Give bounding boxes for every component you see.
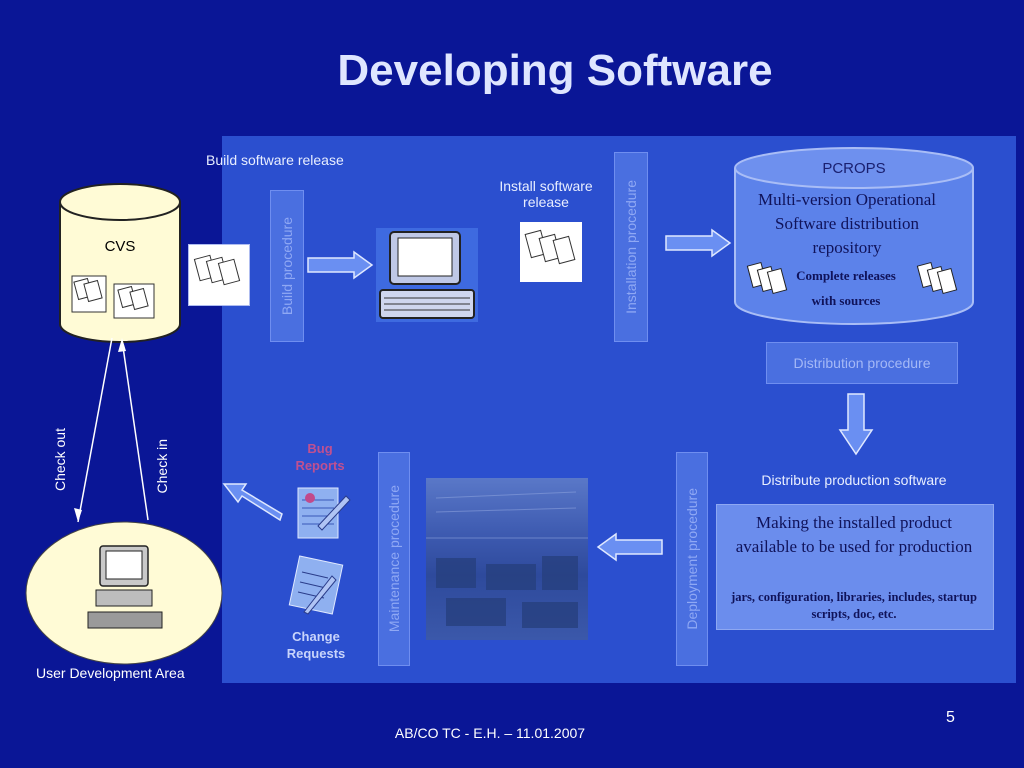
making-installed-label: Making the installed product available t… [735,513,973,556]
distribute-production-label: Distribute production software [761,472,947,488]
check-out-label: Check out [52,428,68,492]
right-arrow-icon [307,250,374,280]
document-stack-icon [188,244,250,306]
right-arrow-icon-2 [665,228,732,258]
diagonal-arrow-icon [222,483,283,522]
build-release-label: Build software release [206,152,344,168]
control-room-photo [426,478,588,640]
install-release-label: Install software release [499,178,593,210]
check-in-label: Check in [154,438,170,494]
document-stack-icon-install [520,222,582,282]
check-in-box: Check in [150,430,174,502]
cvs-label: CVS [104,238,136,255]
document-stack-icon-repo-right [916,261,958,295]
deployment-procedure-box: Deployment procedure [676,452,708,666]
document-stack-icon-repo-left [746,261,788,295]
change-requests-label: Change Requests [286,629,346,661]
bug-reports-label: Bug Reports [295,441,345,473]
pcrops-database-icon [734,147,974,325]
bug-report-icon [297,487,351,539]
computer-terminal-icon [376,228,478,322]
maintenance-procedure-label: Maintenance procedure [386,485,402,633]
user-dev-area-label: User Development Area [36,665,185,681]
build-procedure-box: Build procedure [270,190,304,342]
maintenance-procedure-box: Maintenance procedure [378,452,410,666]
deployment-procedure-label: Deployment procedure [684,488,700,630]
installation-procedure-box: Installation procedure [614,152,648,342]
slide-title: Developing Software [337,46,773,95]
repo-description: Multi-version Operational Software distr… [758,190,936,257]
with-sources-label: with sources [811,293,881,308]
left-arrow-icon [596,532,663,562]
distribution-procedure-label: Distribution procedure [793,355,931,371]
distribution-procedure-box: Distribution procedure [766,342,958,384]
check-arrows [74,337,149,523]
production-availability-box [716,504,994,630]
check-out-box: Check out [48,420,72,500]
down-arrow-icon [838,393,874,456]
installation-procedure-label: Installation procedure [623,180,639,314]
jars-label: jars, configuration, libraries, includes… [731,590,977,621]
change-request-icon [288,555,344,615]
user-development-area-ellipse [25,521,223,665]
footer-text: AB/CO TC - E.H. – 11.01.2007 [394,725,586,741]
complete-releases-label: Complete releases [796,268,896,283]
cvs-database-icon [59,183,181,343]
pcrops-label: PCROPS [822,160,886,177]
page-number: 5 [946,709,955,726]
build-procedure-label: Build procedure [279,216,295,316]
